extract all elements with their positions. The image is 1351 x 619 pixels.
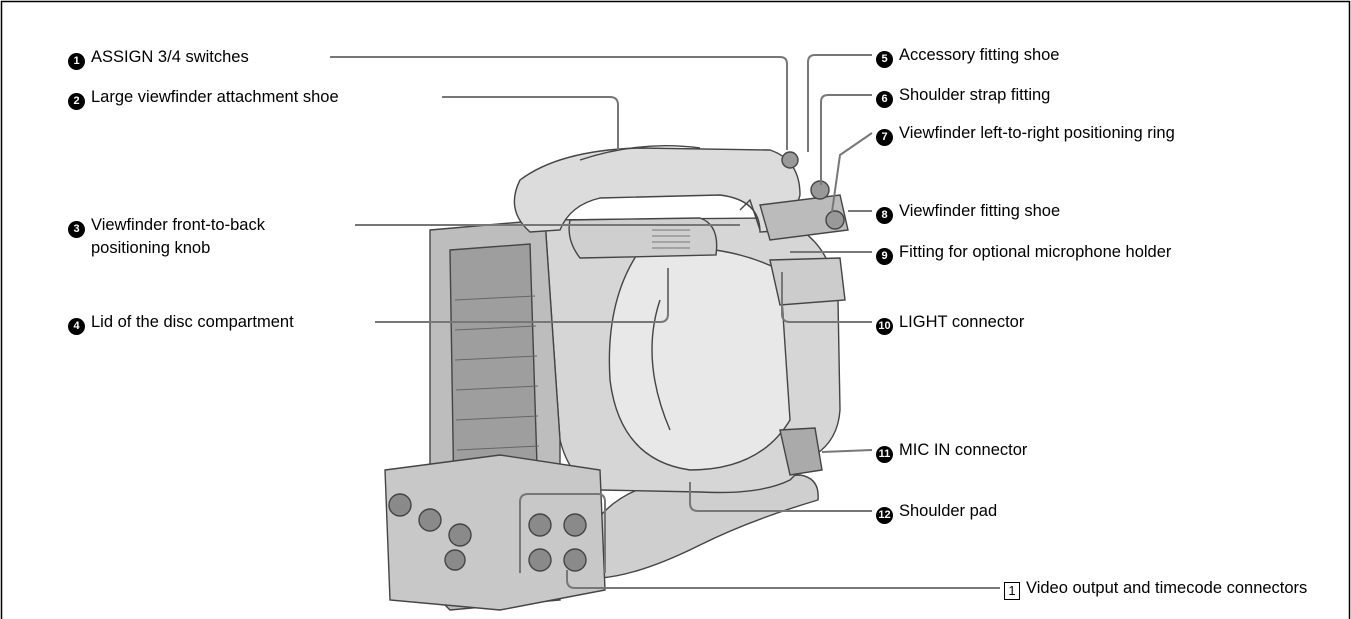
- callout-text: Fitting for optional microphone holder: [899, 243, 1172, 261]
- callout-text: Viewfinder left-to-right positioning rin…: [899, 124, 1175, 142]
- callout-number-badge: 8: [876, 206, 893, 224]
- callout-number-badge: 12: [876, 506, 893, 524]
- callout-number-badge: 4: [68, 317, 85, 335]
- callout-accessory-shoe: 5 Accessory fitting shoe: [876, 45, 1060, 68]
- callout-text: Video output and timecode connectors: [1026, 579, 1308, 597]
- callout-shoulder-strap: 6 Shoulder strap fitting: [876, 85, 1050, 108]
- callout-number-badge: 6: [876, 90, 893, 108]
- callout-number-badge: 9: [876, 247, 893, 265]
- callout-text: MIC IN connector: [899, 441, 1028, 459]
- callout-text-line2: positioning knob: [91, 238, 211, 257]
- callout-number-badge: 1: [68, 52, 85, 70]
- callout-text: Viewfinder fitting shoe: [899, 202, 1061, 220]
- callout-mic-holder-fitting: 9 Fitting for optional microphone holder: [876, 242, 1171, 265]
- callout-text: Shoulder pad: [899, 502, 998, 520]
- callout-text: Large viewfinder attachment shoe: [91, 88, 339, 106]
- callout-text: Accessory fitting shoe: [899, 46, 1060, 64]
- connector-bracket: [519, 493, 606, 573]
- callout-number-badge: 3: [68, 220, 85, 238]
- callout-number-badge: 10: [876, 317, 893, 335]
- callout-large-viewfinder-shoe: 2 Large viewfinder attachment shoe: [68, 87, 339, 110]
- leader-lines: [330, 54, 1000, 589]
- callout-disc-lid: 4 Lid of the disc compartment: [68, 312, 294, 335]
- callout-assign-switches: 1 ASSIGN 3/4 switches: [68, 47, 249, 70]
- callout-mic-in-connector: 11 MIC IN connector: [876, 440, 1027, 463]
- camcorder-illustration: [384, 145, 849, 611]
- callout-left-right-ring: 7 Viewfinder left-to-right positioning ri…: [876, 123, 1175, 146]
- callout-viewfinder-shoe: 8 Viewfinder fitting shoe: [876, 201, 1060, 224]
- callout-text: LIGHT connector: [899, 313, 1025, 331]
- callout-text: Lid of the disc compartment: [91, 313, 294, 331]
- callout-number-badge: 7: [876, 128, 893, 146]
- callout-light-connector: 10 LIGHT connector: [876, 312, 1024, 335]
- callout-front-to-back-knob: 3 Viewfinder front-to-back positioning kn…: [68, 215, 265, 258]
- callout-video-timecode-connectors: 1 Video output and timecode connectors: [1004, 578, 1307, 600]
- callout-text: Shoulder strap fitting: [899, 86, 1051, 104]
- callout-number-badge: 11: [876, 445, 893, 463]
- callout-text: ASSIGN 3/4 switches: [91, 48, 249, 66]
- callout-number-badge: 5: [876, 50, 893, 68]
- callout-box-number: 1: [1004, 582, 1020, 600]
- callout-number-badge: 2: [68, 92, 85, 110]
- callout-text: Viewfinder front-to-back: [91, 216, 265, 234]
- callout-shoulder-pad: 12 Shoulder pad: [876, 501, 997, 524]
